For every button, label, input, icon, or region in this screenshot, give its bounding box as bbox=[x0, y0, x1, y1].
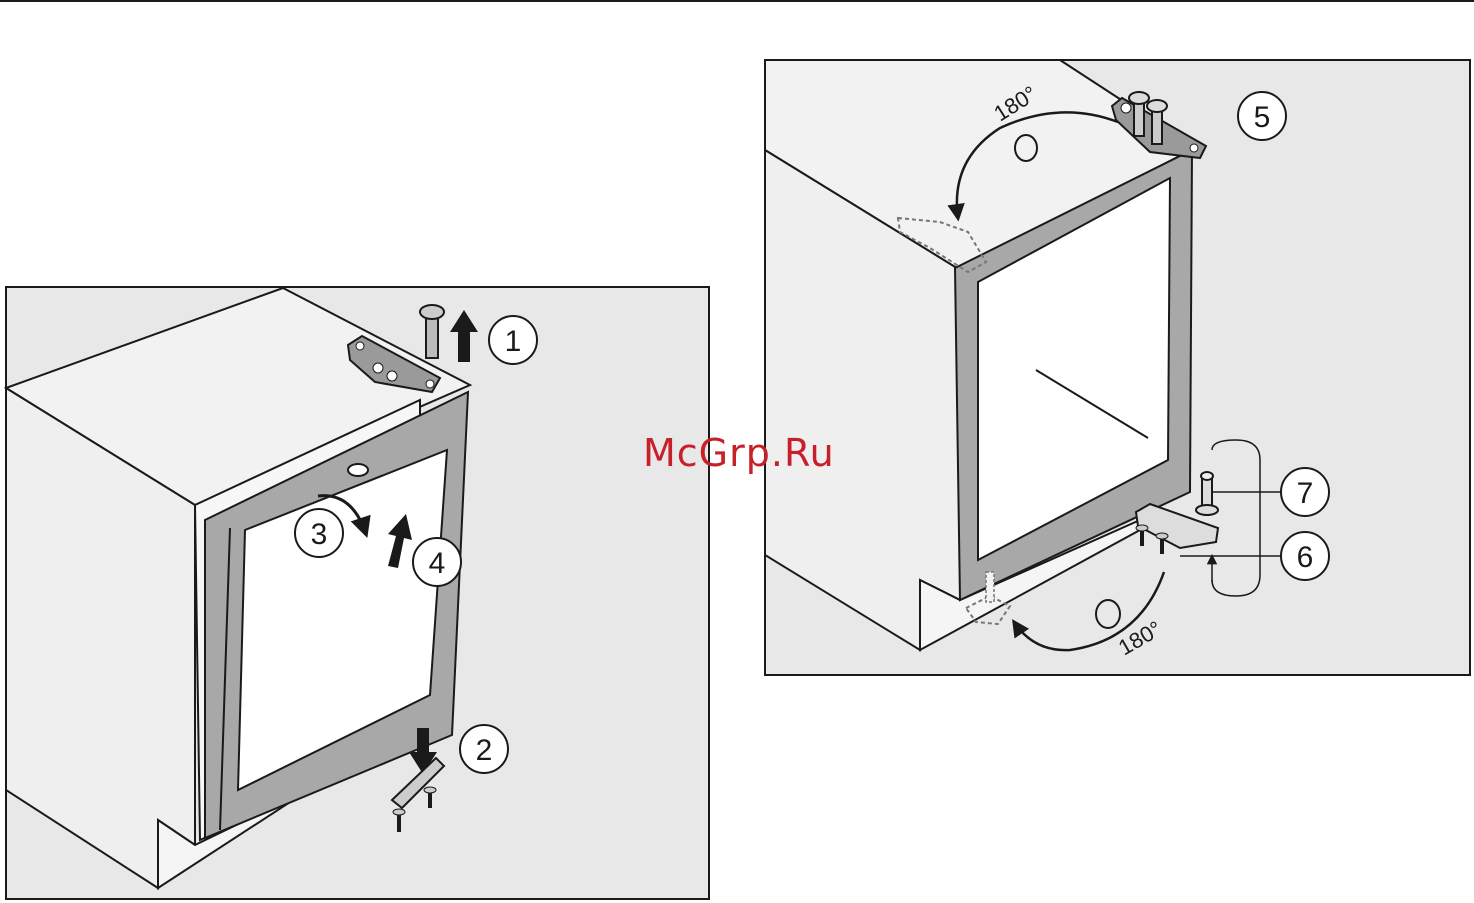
hinge-hole bbox=[1121, 103, 1131, 113]
svg-text:2: 2 bbox=[476, 734, 493, 767]
figure-left: 1 2 3 4 bbox=[6, 287, 709, 899]
svg-text:5: 5 bbox=[1254, 101, 1271, 134]
step-label-3: 3 bbox=[295, 509, 343, 557]
step-label-5: 5 bbox=[1238, 92, 1286, 140]
step-label-6: 6 bbox=[1281, 532, 1329, 580]
svg-text:7: 7 bbox=[1297, 477, 1314, 510]
svg-text:1: 1 bbox=[505, 325, 522, 358]
hinge-hole bbox=[426, 380, 434, 388]
step-label-1: 1 bbox=[489, 316, 537, 364]
svg-text:3: 3 bbox=[311, 518, 328, 551]
svg-text:4: 4 bbox=[429, 547, 446, 580]
hinge-hole bbox=[373, 363, 383, 373]
step-label-4: 4 bbox=[413, 538, 461, 586]
hinge-hole bbox=[356, 342, 364, 350]
step-label-7: 7 bbox=[1281, 468, 1329, 516]
door-handle-boss bbox=[348, 464, 368, 476]
figure-right: 180° 180° 5 bbox=[765, 60, 1470, 675]
hinge-hole bbox=[1190, 144, 1198, 152]
svg-text:6: 6 bbox=[1297, 541, 1314, 574]
step-label-2: 2 bbox=[460, 725, 508, 773]
hinge-hole bbox=[387, 371, 397, 381]
watermark: McGrp.Ru bbox=[643, 431, 835, 475]
